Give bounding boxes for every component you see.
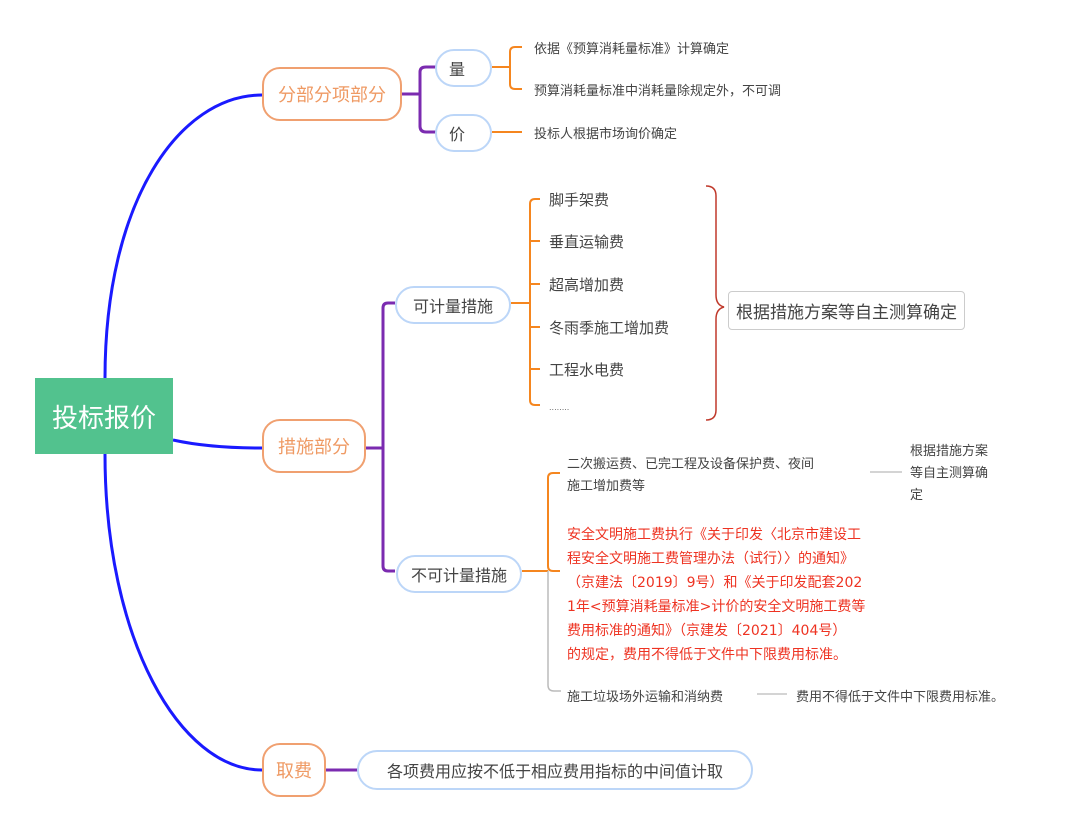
measurable-item-ellipsis: ........: [549, 403, 570, 412]
fenbu-label: 分部分项部分: [278, 85, 386, 106]
note-line-2: 等自主测算确: [910, 466, 989, 481]
nonmeasurable-item-1-note: 根据措施方案 等自主测算确 定: [910, 441, 988, 507]
note-line-3: 定: [910, 488, 924, 503]
non-measurable-label: 不可计量措施: [410, 566, 507, 585]
connector-nonmeasurable-orange: [522, 472, 560, 572]
nonmeasurable-item-3: 施工垃圾场外运输和消纳费: [567, 690, 724, 705]
connector-root-cuoshi: [172, 438, 263, 450]
nonmeasurable-item-2: 安全文明施工费执行《关于印发〈北京市建设工 程安全文明施工费管理办法（试行）〉的…: [567, 523, 907, 667]
red-line-2: 程安全文明施工费管理办法（试行）〉的通知》: [567, 551, 854, 567]
root-node[interactable]: 投标报价: [35, 378, 173, 454]
measurable-item-3: 超高增加费: [549, 276, 625, 294]
brace: [705, 185, 725, 421]
nonmeasurable-item-1-line-1: 二次搬运费、已完工程及设备保护费、夜间: [567, 457, 815, 472]
measurable-item-4: 冬雨季施工增加费: [549, 319, 670, 337]
node-qufei-item[interactable]: 各项费用应按不低于相应费用指标的中间值计取: [357, 750, 753, 790]
quantity-item-1: 依据《预算消耗量标准》计算确定: [534, 42, 730, 57]
red-line-3: （京建法〔2019〕9号）和《关于印发配套202: [567, 575, 863, 591]
red-line-5: 费用标准的通知》（京建发〔2021〕404号）: [567, 623, 847, 639]
node-cuoshi[interactable]: 措施部分: [262, 419, 366, 473]
node-measurable[interactable]: 可计量措施: [395, 286, 511, 324]
nonmeasurable-item-1-line-2: 施工增加费等: [567, 479, 646, 494]
nonmeasurable-item-1: 二次搬运费、已完工程及设备保护费、夜间 施工增加费等: [567, 454, 814, 498]
qufei-label: 取费: [276, 761, 312, 782]
qufei-item-label: 各项费用应按不低于相应费用指标的中间值计取: [386, 762, 723, 781]
price-item-1: 投标人根据市场询价确定: [534, 127, 678, 142]
measurable-item-2: 垂直运输费: [549, 233, 625, 251]
connector-quantity-leaves: [492, 46, 522, 90]
measurable-item-5: 工程水电费: [549, 361, 625, 379]
node-quantity[interactable]: 量: [435, 49, 492, 87]
connector-cuoshi-children: [366, 301, 395, 573]
quantity-label: 量: [449, 60, 466, 79]
connector-measurable-leaves: [511, 198, 540, 406]
connector-fenbu-children: [402, 65, 436, 134]
connector-root-qufei: [103, 453, 263, 772]
root-label: 投标报价: [51, 403, 156, 434]
note-line-1: 根据措施方案: [910, 444, 989, 459]
node-qufei[interactable]: 取费: [262, 743, 326, 797]
node-non-measurable[interactable]: 不可计量措施: [396, 555, 522, 593]
node-fenbu[interactable]: 分部分项部分: [262, 67, 402, 121]
red-line-4: 1年<预算消耗量标准>计价的安全文明施工费等: [567, 599, 866, 615]
price-label: 价: [449, 125, 466, 144]
red-line-1: 安全文明施工费执行《关于印发〈北京市建设工: [567, 527, 861, 543]
connector-root-fenbu: [103, 93, 263, 379]
connector-nonmeasurable-grey: [547, 571, 561, 692]
measurable-item-1: 脚手架费: [549, 191, 610, 209]
quantity-item-2: 预算消耗量标准中消耗量除规定外，不可调: [534, 84, 782, 99]
node-price[interactable]: 价: [435, 114, 492, 152]
measurable-summary: 根据措施方案等自主测算确定: [728, 291, 965, 330]
nonmeasurable-item-3-note: 费用不得低于文件中下限费用标准。: [796, 690, 1005, 705]
measurable-label: 可计量措施: [412, 297, 493, 316]
red-line-6: 的规定，费用不得低于文件中下限费用标准。: [567, 647, 847, 663]
cuoshi-label: 措施部分: [278, 437, 350, 458]
